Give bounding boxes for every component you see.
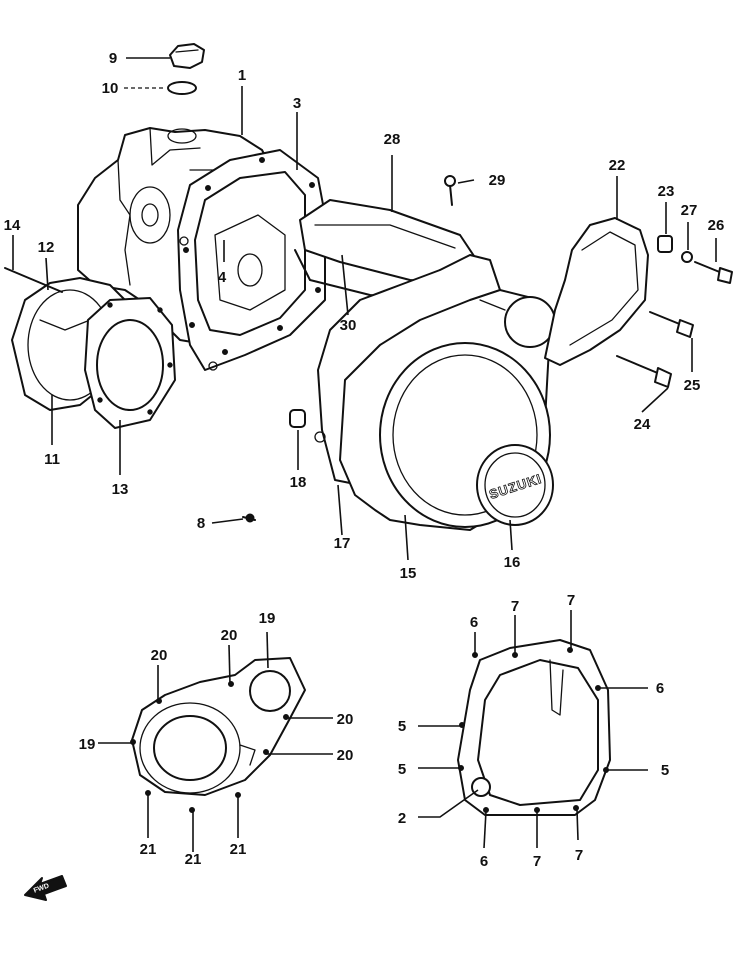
callout-20b: 20 [151,647,168,664]
callout-6c: 6 [480,853,488,870]
bolt-part-24 [616,355,672,388]
callout-5a: 5 [398,718,406,735]
callout-21a: 21 [140,841,157,858]
screw-part-8 [242,513,256,523]
callout-17: 17 [334,535,351,552]
generator-cover-cap-part-16: SUZUKI [476,444,554,526]
callout-21b: 21 [185,851,202,868]
callout-25: 25 [684,377,701,394]
callout-30: 30 [340,317,357,334]
callout-27: 27 [681,202,698,219]
callout-2: 2 [398,810,406,827]
dowel-pin-part-18 [289,409,306,428]
callout-16: 16 [504,554,521,571]
screw-part-29 [444,175,456,206]
front-direction-arrow: FWD [24,875,67,901]
gasket-part-19 [130,657,306,813]
callout-14: 14 [4,217,21,234]
callout-19b: 19 [79,736,96,753]
callout-28: 28 [384,131,401,148]
callout-26: 26 [708,217,725,234]
callout-7c: 7 [533,853,541,870]
callout-20d: 20 [337,747,354,764]
callout-10: 10 [102,80,119,97]
callout-20c: 20 [337,711,354,728]
callout-12: 12 [38,239,55,256]
callout-23: 23 [658,183,675,200]
callout-4: 4 [218,269,227,286]
callout-3: 3 [293,95,301,112]
washer-part-27 [681,251,693,263]
callout-7a: 7 [511,598,519,615]
gasket-part-13 [84,297,176,429]
callout-29: 29 [489,172,506,189]
o-ring-part-10 [167,81,197,95]
callout-8: 8 [197,515,205,532]
callout-18: 18 [290,474,307,491]
cover-part-22 [544,217,649,366]
callout-24: 24 [634,416,651,433]
callout-13: 13 [112,481,129,498]
callout-labels: 1 2 3 4 5 5 5 6 6 6 7 7 7 7 8 9 10 11 12… [4,50,725,870]
leader-lines [12,57,717,852]
callout-9: 9 [109,50,117,67]
oil-filler-cap-part-9 [169,43,205,69]
gasket-part-3 [177,149,326,371]
callout-15: 15 [400,565,417,582]
callout-21c: 21 [230,841,247,858]
callout-11: 11 [44,451,60,468]
callout-5c: 5 [661,762,669,779]
push-rod-part-14 [4,267,63,293]
callout-22: 22 [609,157,626,174]
callout-7d: 7 [575,847,583,864]
callout-6a: 6 [470,614,478,631]
callout-19a: 19 [259,610,276,627]
bushing-part-23 [657,235,673,253]
gasket-part-2 [457,639,611,816]
callout-5b: 5 [398,761,406,778]
callout-20a: 20 [221,627,238,644]
callout-1: 1 [238,67,246,84]
callout-6b: 6 [656,680,664,697]
bolt-part-26 [694,261,733,284]
callout-7b: 7 [567,592,575,609]
bolt-part-25 [649,311,694,338]
